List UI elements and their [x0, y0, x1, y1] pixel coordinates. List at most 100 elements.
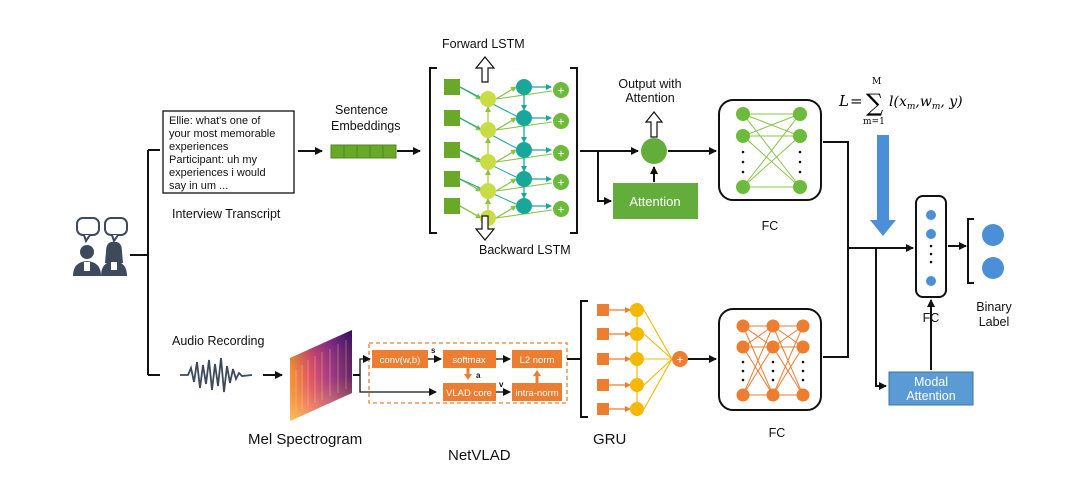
- gru-plus-label: +: [676, 353, 683, 367]
- fc-top-dot: [798, 170, 802, 174]
- fc-bottom-dot: [801, 360, 805, 364]
- lstm-input-square: [444, 110, 460, 126]
- backward-lstm-label: Backward LSTM: [479, 243, 571, 257]
- lstm-sum-node: [553, 82, 569, 98]
- fc-top-edge: [742, 135, 801, 188]
- fc-bottom-dot: [771, 360, 775, 364]
- lstm-backward-node: [480, 122, 496, 138]
- fc-top-node: [793, 129, 807, 143]
- lstm-edge: [495, 117, 517, 131]
- lstm-edge: [495, 205, 517, 219]
- attention-box: [613, 183, 698, 219]
- attention-output-node: [641, 138, 667, 164]
- gru-input-square: [597, 403, 609, 415]
- conv-label: conv(w,b): [380, 355, 421, 366]
- fc-bottom-dot: [771, 369, 775, 373]
- gru-edge: [643, 358, 673, 410]
- fc-top-dot: [741, 150, 745, 154]
- binary-label-1: Binary: [976, 300, 1012, 314]
- fc-top-node: [793, 107, 807, 121]
- lstm-forward-node: [516, 171, 532, 187]
- gru-input-square: [597, 379, 609, 391]
- gru-label: GRU: [593, 431, 626, 448]
- sentence-embeddings-label-2: Embeddings: [331, 119, 401, 133]
- transcript-line-5: experiences i would: [169, 167, 266, 179]
- loss-equals: =: [850, 92, 863, 110]
- gru-input-square: [597, 328, 609, 340]
- fc-top-edge: [742, 113, 801, 188]
- fc-top-label: FC: [762, 219, 779, 233]
- gru-edge: [643, 333, 673, 360]
- lstm-input-square: [444, 79, 460, 95]
- output-attention-label-1: Output with: [618, 77, 681, 91]
- binary-output-node-1: [982, 224, 1004, 246]
- fc-bottom-edge: [742, 346, 774, 396]
- audio-waveform-icon: [180, 357, 253, 393]
- fc-top-dot: [741, 170, 745, 174]
- lstm-backward-node: [480, 154, 496, 170]
- fc-bottom-node: [796, 388, 810, 402]
- bilstm-block: +++++: [429, 67, 578, 234]
- gru-node: [630, 402, 644, 416]
- interview-transcript-label: Interview Transcript: [172, 207, 281, 221]
- gru-sum-node: [672, 351, 688, 367]
- modal-attention-label-2: Attention: [906, 389, 955, 403]
- lstm-input-square: [444, 171, 460, 187]
- lstm-forward-node: [516, 142, 532, 158]
- fc-final-block: [915, 195, 947, 298]
- netvlad-label: NetVLAD: [448, 447, 511, 464]
- netvlad-block: conv(w,b) softmax L2 norm VLAD core intr…: [359, 342, 568, 404]
- fc-bottom-edge: [772, 346, 804, 396]
- output-attention-label-2: Attention: [625, 91, 674, 105]
- fc-bottom-dot: [741, 360, 745, 364]
- fc-bottom-node: [736, 340, 750, 354]
- symbol-s: s: [431, 346, 436, 355]
- loss-sum-bottom: m=1: [863, 117, 885, 127]
- lstm-sum-node: [553, 174, 569, 190]
- lstm-backward-node: [480, 183, 496, 199]
- fc-bottom-dot: [801, 378, 805, 382]
- lstm-input-square: [444, 198, 460, 214]
- gru-node: [630, 378, 644, 392]
- modal-attention-label-1: Modal: [914, 375, 948, 389]
- fc-bottom-dot: [741, 378, 745, 382]
- fc-bottom-node: [766, 319, 780, 333]
- gru-block: +: [597, 303, 688, 416]
- transcript-line-2: your most memorable: [169, 128, 275, 140]
- fc-bottom-node: [736, 388, 750, 402]
- mel-spectrogram-label: Mel Spectrogram: [248, 431, 362, 448]
- mel-spectrogram-image: [290, 330, 352, 421]
- fc-bottom-node: [766, 340, 780, 354]
- backward-arrow-icon: [474, 215, 496, 241]
- fc-top-node: [793, 180, 807, 194]
- sentence-embeddings-label-1: Sentence: [335, 103, 388, 117]
- fc-bottom-dot: [741, 369, 745, 373]
- output-bracket: [967, 218, 974, 284]
- lstm-edge: [459, 205, 482, 219]
- binary-label-2: Label: [979, 315, 1010, 329]
- lstm-edge: [495, 178, 517, 192]
- fc-top-dot: [741, 160, 745, 164]
- lstm-plus-label: +: [557, 84, 564, 98]
- l2norm-label: L2 norm: [520, 355, 555, 366]
- lstm-plus-label: +: [557, 203, 564, 217]
- lstm-plus-label: +: [557, 176, 564, 190]
- lstm-sum-node: [553, 145, 569, 161]
- output-up-arrow-icon: [644, 111, 664, 138]
- loss-sigma: ∑: [866, 89, 883, 117]
- lstm-backward-node: [480, 91, 496, 107]
- lstm-plus-label: +: [557, 147, 564, 161]
- forward-arrow-icon: [474, 56, 496, 83]
- intra-norm-label: intra-norm: [515, 388, 558, 399]
- attention-box-label: Attention: [629, 194, 680, 209]
- loss-formula: L = ∑ M m=1 l(xm,wm, y): [838, 77, 963, 127]
- modal-attention-box: [888, 371, 974, 406]
- gru-input-square: [597, 353, 609, 365]
- transcript-line-4: Participant: uh my: [169, 154, 258, 166]
- loss-L: L: [838, 92, 849, 110]
- fc-bottom-label: FC: [769, 426, 786, 440]
- binary-output-node-2: [982, 257, 1004, 279]
- softmax-label: softmax: [452, 355, 486, 366]
- fc-bottom-dot: [771, 378, 775, 382]
